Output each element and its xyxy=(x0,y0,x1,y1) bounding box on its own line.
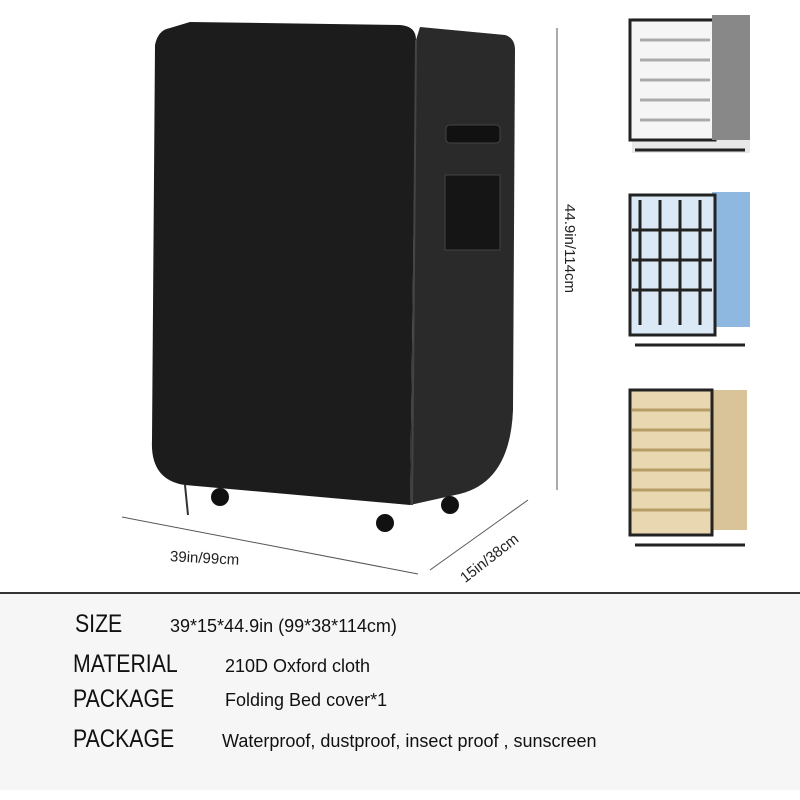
spec-label: PACKAGE xyxy=(73,725,175,753)
specs-panel: SIZE 39*15*44.9in (99*38*114cm) MATERIAL… xyxy=(0,592,800,790)
spec-value: Folding Bed cover*1 xyxy=(225,690,388,710)
spec-label: MATERIAL xyxy=(73,650,178,678)
height-dimension-label: 44.9in/114cm xyxy=(560,204,578,293)
width-dimension-label: 39in/99cm xyxy=(169,548,240,569)
product-illustration xyxy=(121,15,750,575)
spec-label: PACKAGE xyxy=(73,685,175,713)
spec-value: 210D Oxford cloth xyxy=(225,656,371,676)
thumbnail-2 xyxy=(628,192,750,347)
spec-label: SIZE xyxy=(75,610,123,638)
thumbnail-1 xyxy=(628,15,750,153)
spec-value: 39*15*44.9in (99*38*114cm) xyxy=(170,616,397,636)
thumbnail-3 xyxy=(628,388,747,547)
dimension-lines xyxy=(121,28,558,575)
bed-cover-image xyxy=(151,22,515,532)
spec-value: Waterproof, dustproof, insect proof , su… xyxy=(222,731,597,751)
